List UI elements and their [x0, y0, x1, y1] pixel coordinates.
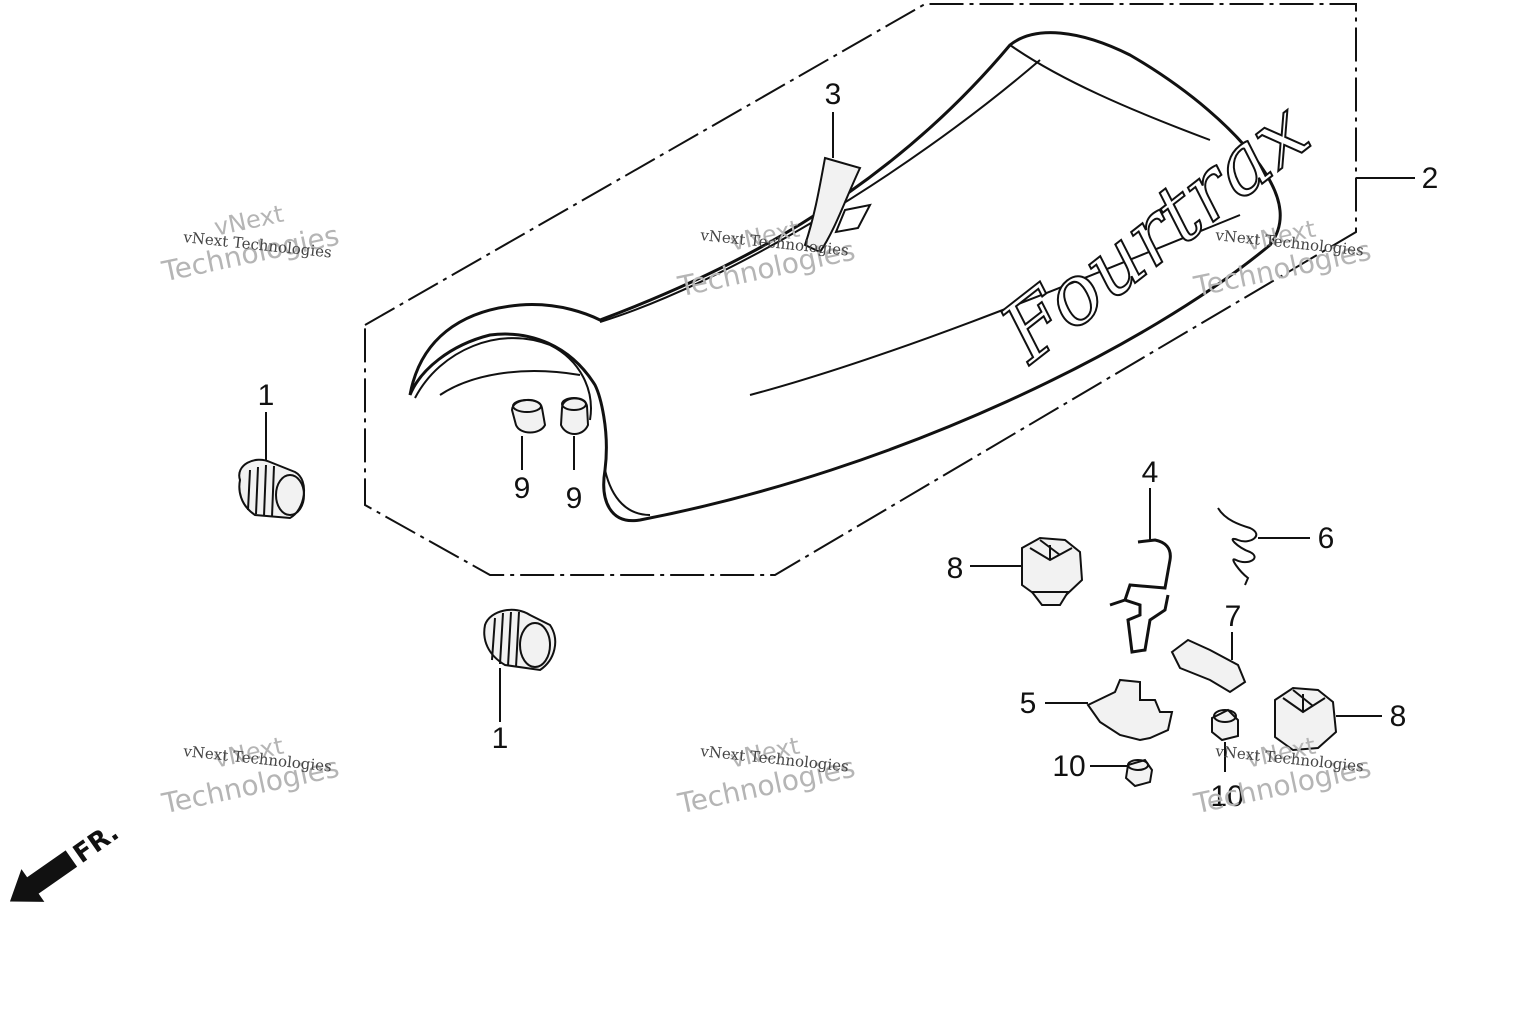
callout-1-lower: 1	[492, 722, 509, 755]
flange-nut-right	[1211, 708, 1239, 742]
callout-1-upper: 1	[258, 379, 275, 412]
seat-cover: Fourtrax	[408, 31, 1328, 523]
seat-bracket	[1086, 678, 1174, 742]
watermark-group: vNext Technologies vNext Technologies vN…	[158, 200, 1374, 821]
callout-2: 2	[1422, 162, 1439, 195]
grommet-right	[559, 397, 590, 435]
callout-3: 3	[825, 78, 842, 111]
front-marker-label: FR.	[68, 817, 125, 869]
flange-nut-left	[1124, 758, 1154, 788]
lock-spring	[1217, 507, 1258, 586]
callout-8-right: 8	[1390, 700, 1407, 733]
front-direction-arrow: FR.	[9, 817, 125, 902]
callout-10-right: 10	[1210, 780, 1243, 813]
callout-8-left: 8	[947, 552, 964, 585]
cushion-lower	[483, 608, 557, 672]
callout-7: 7	[1225, 600, 1242, 633]
callout-6: 6	[1318, 522, 1335, 555]
callout-9-left: 9	[514, 472, 531, 505]
seat-lock-hook	[1109, 538, 1172, 654]
castle-nut-left	[1021, 536, 1084, 606]
lock-plate	[1170, 638, 1247, 694]
callout-4: 4	[1142, 456, 1159, 489]
leader-lines	[265, 112, 1415, 772]
callout-9-right: 9	[566, 482, 583, 515]
assembly-boundary	[364, 3, 1357, 576]
callout-10-left: 10	[1052, 750, 1085, 783]
castle-nut-right	[1274, 686, 1338, 752]
cushion-upper	[238, 458, 306, 520]
grommet-left	[510, 399, 547, 434]
callout-5: 5	[1020, 687, 1037, 720]
